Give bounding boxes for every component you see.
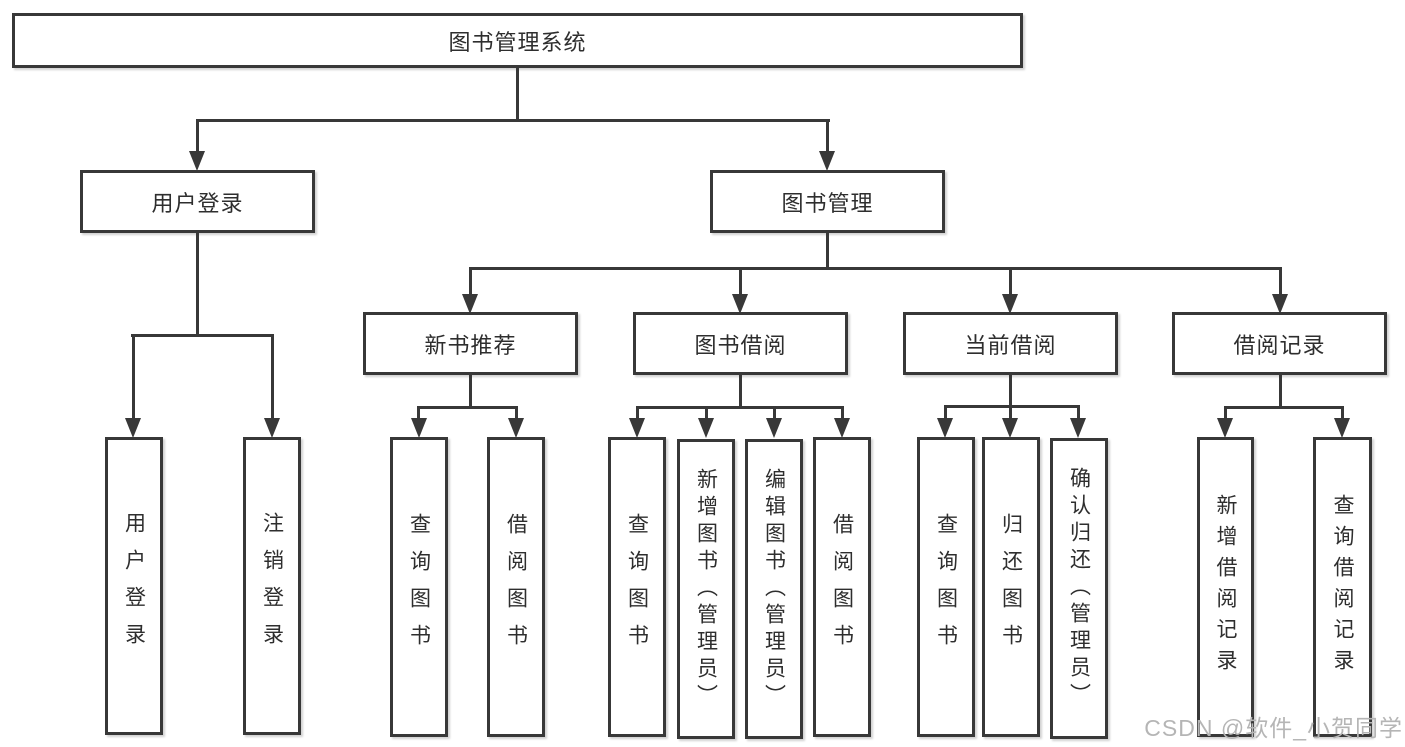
line (773, 406, 776, 420)
leaf-borrow-books-b: 借阅图书 (813, 437, 871, 737)
line (515, 406, 518, 420)
line (1009, 375, 1012, 407)
leaf-user-login-label: 用户登录 (122, 512, 146, 660)
line (826, 233, 829, 270)
leaf-query-books-a: 查询图书 (390, 437, 448, 737)
node-root-label: 图书管理系统 (448, 29, 587, 55)
line (1341, 406, 1344, 420)
leaf-query-books-b: 查询图书 (608, 437, 666, 737)
line (1224, 406, 1344, 409)
line (739, 267, 742, 296)
line (516, 68, 519, 121)
node-book-borrowing: 图书借阅 (633, 312, 848, 375)
node-book-management-label: 图书管理 (781, 190, 874, 216)
node-book-borrowing-label: 图书借阅 (694, 332, 787, 358)
leaf-edit-book-admin-label: 编辑图书（管理员） (762, 467, 786, 711)
node-root: 图书管理系统 (12, 13, 1023, 68)
arrowhead-down-icon (1002, 418, 1018, 438)
node-new-book-recommend-label: 新书推荐 (424, 332, 517, 358)
line (739, 375, 742, 409)
node-user-login-label: 用户登录 (151, 190, 244, 216)
leaf-borrow-books-a-label: 借阅图书 (504, 513, 528, 661)
line (636, 406, 639, 420)
leaf-add-borrow-record-label: 新增借阅记录 (1214, 494, 1237, 680)
line (826, 119, 829, 154)
leaf-borrow-books-a: 借阅图书 (487, 437, 545, 737)
arrowhead-down-icon (264, 418, 280, 438)
leaf-user-login: 用户登录 (105, 437, 163, 735)
line (131, 334, 274, 337)
csdn-watermark: CSDN @软件_小贺同学 (1144, 715, 1403, 741)
arrowhead-down-icon (1070, 418, 1086, 438)
line (636, 406, 844, 409)
leaf-borrow-books-b-label: 借阅图书 (830, 513, 854, 661)
line (1279, 375, 1282, 409)
arrowhead-down-icon (1334, 418, 1350, 438)
arrowhead-down-icon (411, 418, 427, 438)
line (944, 405, 1080, 408)
node-new-book-recommend: 新书推荐 (363, 312, 578, 375)
leaf-query-books-a-label: 查询图书 (407, 513, 431, 661)
arrowhead-down-icon (1217, 418, 1233, 438)
leaf-return-book-label: 归还图书 (999, 513, 1023, 661)
line (417, 406, 518, 409)
line (1009, 405, 1012, 420)
line (1009, 267, 1012, 296)
line (417, 406, 420, 420)
leaf-query-borrow-record: 查询借阅记录 (1313, 437, 1372, 737)
leaf-confirm-return-admin-label: 确认归还（管理员） (1067, 467, 1091, 710)
leaf-add-book-admin: 新增图书（管理员） (677, 439, 735, 739)
leaf-add-book-admin-label: 新增图书（管理员） (694, 467, 718, 711)
leaf-query-borrow-record-label: 查询借阅记录 (1331, 494, 1354, 680)
line (1077, 405, 1080, 420)
arrowhead-down-icon (1272, 294, 1288, 314)
leaf-confirm-return-admin: 确认归还（管理员） (1050, 438, 1108, 739)
arrowhead-down-icon (1002, 294, 1018, 314)
node-borrowing-records: 借阅记录 (1172, 312, 1387, 375)
line (271, 334, 274, 420)
node-borrowing-records-label: 借阅记录 (1233, 332, 1326, 358)
arrowhead-down-icon (508, 418, 524, 438)
arrowhead-down-icon (732, 294, 748, 314)
line (705, 406, 708, 420)
arrowhead-down-icon (937, 418, 953, 438)
node-current-borrowing-label: 当前借阅 (964, 332, 1057, 358)
leaf-logout: 注销登录 (243, 437, 301, 735)
line (196, 119, 199, 154)
line (1224, 406, 1227, 420)
line (944, 405, 947, 420)
line (469, 375, 472, 409)
arrowhead-down-icon (766, 418, 782, 438)
arrowhead-down-icon (819, 151, 835, 171)
arrowhead-down-icon (189, 151, 205, 171)
line (469, 267, 1282, 270)
node-current-borrowing: 当前借阅 (903, 312, 1118, 375)
leaf-edit-book-admin: 编辑图书（管理员） (745, 439, 803, 739)
leaf-add-borrow-record: 新增借阅记录 (1197, 437, 1254, 737)
line (469, 267, 472, 296)
arrowhead-down-icon (629, 418, 645, 438)
leaf-query-books-b-label: 查询图书 (625, 513, 649, 661)
leaf-return-book: 归还图书 (982, 437, 1040, 737)
leaf-query-books-c-label: 查询图书 (934, 513, 958, 661)
arrowhead-down-icon (698, 418, 714, 438)
arrowhead-down-icon (462, 294, 478, 314)
leaf-logout-label: 注销登录 (260, 512, 284, 660)
line (1279, 267, 1282, 296)
line (196, 119, 830, 122)
node-book-management: 图书管理 (710, 170, 945, 233)
arrowhead-down-icon (834, 418, 850, 438)
line (841, 406, 844, 420)
arrowhead-down-icon (125, 418, 141, 438)
node-user-login: 用户登录 (80, 170, 315, 233)
line (132, 334, 135, 420)
leaf-query-books-c: 查询图书 (917, 437, 975, 737)
line (196, 233, 199, 337)
